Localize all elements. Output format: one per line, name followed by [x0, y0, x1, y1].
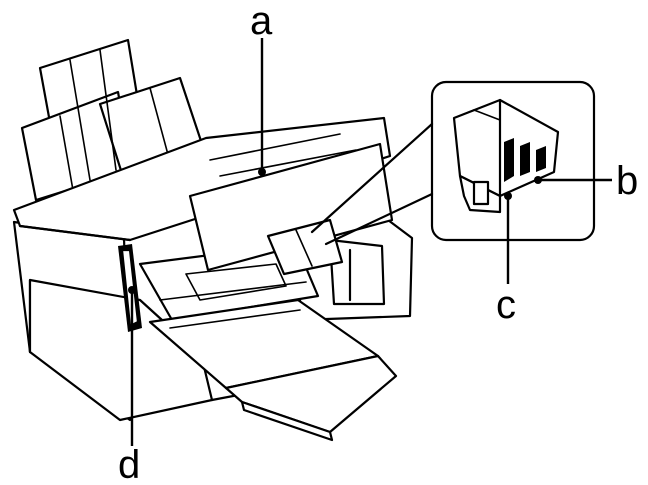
label-c: c: [496, 283, 516, 327]
cartridge-holder-zoom: [452, 98, 560, 214]
label-a: a: [250, 0, 273, 43]
callout-dot-a: [258, 168, 266, 176]
label-b: b: [616, 159, 638, 203]
callout-dot-d: [128, 286, 136, 294]
cartridge-holder-area: [266, 218, 344, 276]
paper-support: [20, 38, 206, 202]
label-d: d: [118, 443, 140, 485]
callout-dot-c: [504, 192, 512, 200]
output-tray: [148, 298, 398, 442]
callout-dot-b: [534, 176, 542, 184]
scanner-unit: [12, 116, 394, 272]
